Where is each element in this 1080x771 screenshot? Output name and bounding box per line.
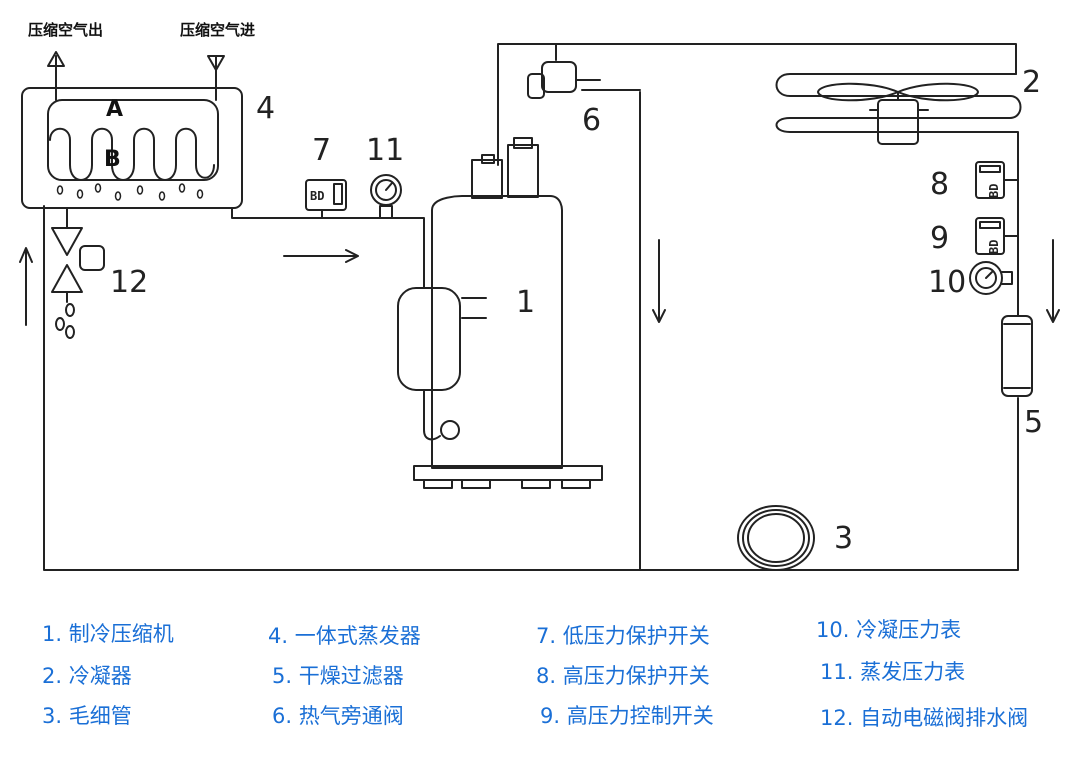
pipe-loop — [43, 205, 1019, 571]
legend-item-9: 9. 高压力控制开关 — [540, 704, 714, 728]
legend-item-5: 5. 干燥过滤器 — [272, 664, 404, 688]
compressor-body — [431, 195, 563, 469]
air-in-pipe — [207, 55, 225, 101]
low-pressure-switch — [305, 179, 347, 211]
callout-1: 1 — [516, 285, 535, 320]
legend-item-3: 3. 毛细管 — [42, 704, 132, 728]
switch-8-code: BD — [987, 184, 1001, 198]
compressor-base — [413, 465, 603, 481]
arrow-up-left — [19, 247, 33, 263]
air-out-pipe — [47, 51, 65, 101]
zone-b-label: B — [104, 147, 121, 172]
callout-12: 12 — [110, 265, 148, 300]
callout-3: 3 — [834, 521, 853, 556]
evaporator-box — [21, 87, 243, 209]
legend-item-2: 2. 冷凝器 — [42, 664, 132, 688]
callout-5: 5 — [1024, 405, 1043, 440]
legend-item-10: 10. 冷凝压力表 — [816, 618, 962, 642]
arrow-right — [283, 249, 359, 263]
callout-4: 4 — [256, 91, 275, 126]
callout-9: 9 — [930, 221, 949, 256]
switch-9-code: BD — [987, 240, 1001, 254]
legend-item-8: 8. 高压力保护开关 — [536, 664, 710, 688]
legend-item-6: 6. 热气旁通阀 — [272, 704, 404, 728]
evaporator-inner — [47, 99, 219, 181]
filter-dryer — [1001, 315, 1033, 397]
hot-gas-bypass-valve — [541, 61, 577, 93]
fan-motor — [877, 99, 919, 145]
accumulator — [397, 287, 461, 391]
legend-item-11: 11. 蒸发压力表 — [820, 660, 966, 684]
legend-item-12: 12. 自动电磁阀排水阀 — [820, 706, 1029, 730]
condensing-gauge — [969, 261, 1003, 295]
arrow-down-mid — [652, 239, 666, 323]
evaporator-coil — [49, 127, 215, 181]
callout-2: 2 — [1022, 65, 1041, 100]
drain-valve-coil — [79, 245, 105, 271]
zone-a-label: A — [106, 97, 123, 122]
callout-10: 10 — [928, 265, 966, 300]
compressor-terminal-b — [507, 144, 539, 198]
compressor-terminal-a — [471, 159, 503, 199]
legend-item-7: 7. 低压力保护开关 — [536, 624, 710, 648]
callout-6: 6 — [582, 103, 601, 138]
air-in-label: 压缩空气进 — [180, 21, 255, 39]
air-out-label: 压缩空气出 — [28, 21, 103, 39]
legend: 1. 制冷压缩机 2. 冷凝器 3. 毛细管 4. 一体式蒸发器 5. 干燥过滤… — [0, 600, 1080, 771]
callout-8: 8 — [930, 167, 949, 202]
arrow-down-right — [1046, 239, 1060, 323]
switch-7-code: BD — [310, 189, 324, 203]
legend-item-4: 4. 一体式蒸发器 — [268, 624, 421, 648]
refrigeration-diagram: 压缩空气出 压缩空气进 A B BD BD BD 1 2 3 4 5 6 7 8… — [19, 21, 1060, 571]
drain-valve — [51, 227, 83, 293]
capillary-tube — [737, 505, 815, 571]
condenser-coil — [775, 73, 1022, 161]
legend-item-1: 1. 制冷压缩机 — [42, 622, 174, 646]
callout-11: 11 — [366, 133, 404, 168]
accumulator-fitting — [440, 420, 460, 440]
pipe-top — [497, 43, 1017, 166]
callout-7: 7 — [312, 133, 331, 168]
pipe-evap-out — [231, 207, 425, 286]
